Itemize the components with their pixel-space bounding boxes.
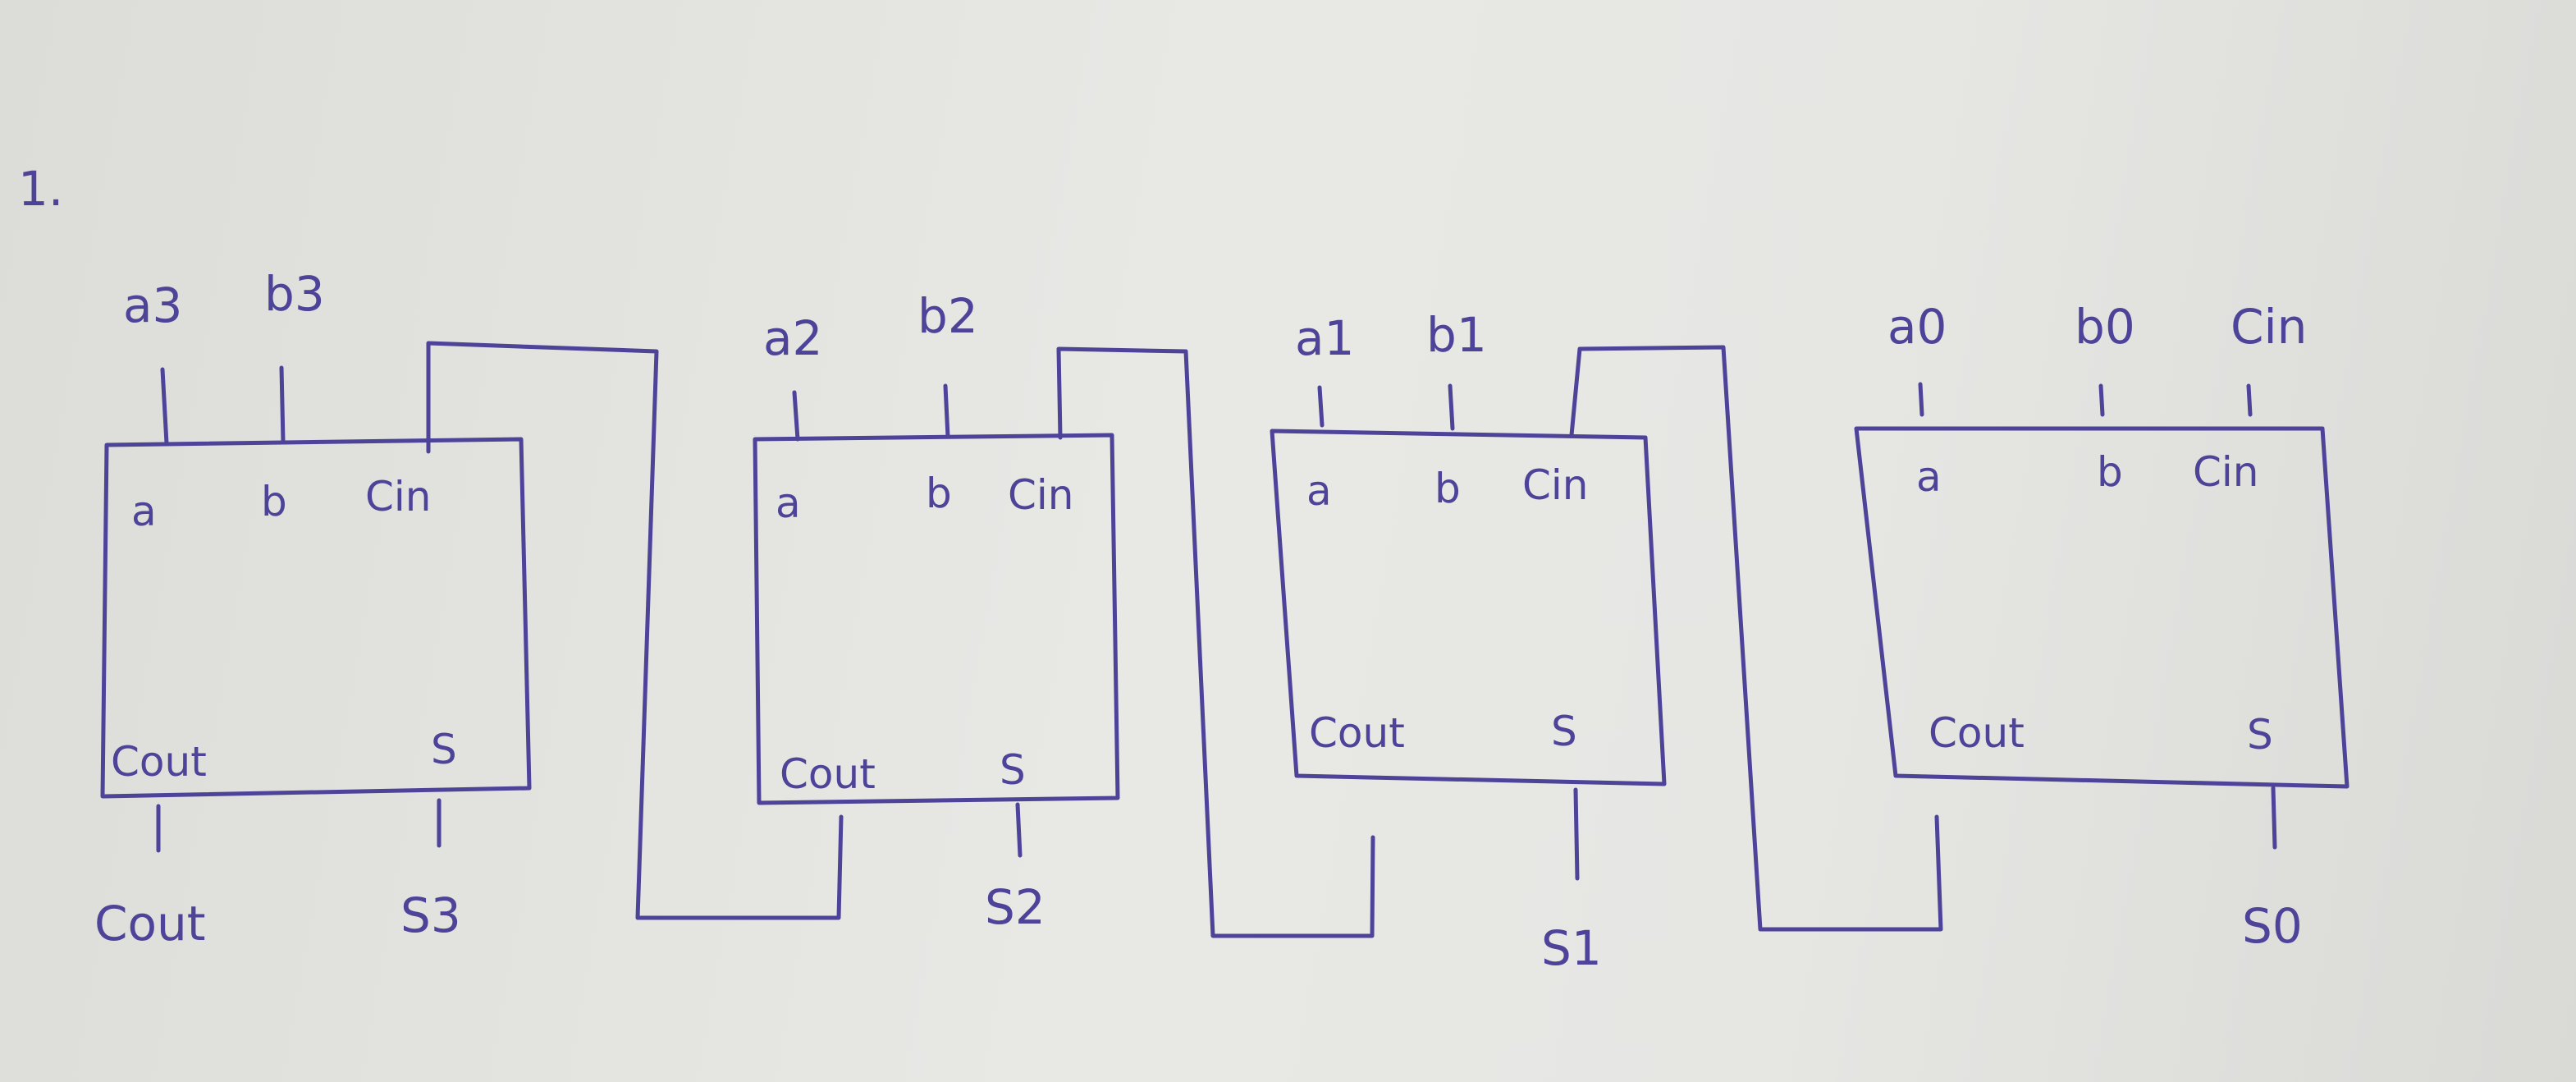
output-label-s: S2 [985,879,1045,935]
carry-wire-1-to-2 [1056,346,1375,938]
port-cin: Cin [2193,448,2259,496]
port-b: b [1434,465,1461,512]
output-wire-s [1573,787,1580,881]
port-cin: Cin [1008,471,1074,519]
port-cout: Cout [1929,709,2025,757]
adder-box [100,437,532,799]
port-s: S [2247,711,2273,759]
output-label-s: S0 [2242,898,2303,954]
input-wire-b [2098,383,2105,417]
port-a: a [776,479,801,527]
input-wire-cin [2246,383,2253,417]
input-label-b: b3 [264,266,325,322]
input-wire-a [792,390,800,442]
adder-box [1854,426,2350,789]
input-label-cin: Cin [2231,299,2307,355]
port-a: a [1916,453,1942,501]
input-label-a: a2 [763,310,822,366]
port-s: S [431,726,457,773]
adder-box [1270,429,1667,786]
carry-wire-0-to-1 [1569,345,1943,932]
output-label-s: S1 [1541,920,1602,976]
problem-number: 1. [18,161,63,217]
port-a: a [131,488,157,535]
input-wire-b [943,383,950,439]
port-cin: Cin [1522,461,1589,509]
full-adder-3: a3 b3 a b Cin Cout S Cout S3 [94,266,532,951]
port-cout: Cout [111,738,207,786]
full-adder-2: a2 b2 a b Cin Cout S S2 [753,288,1120,935]
input-wire-b [1448,383,1455,431]
full-adder-0: a0 b0 Cin a b Cin Cout S S0 [1854,299,2350,954]
input-label-a: a1 [1295,310,1354,366]
port-cout: Cout [1309,709,1405,757]
input-label-a: a3 [123,277,182,333]
output-label-cout: Cout [94,896,205,951]
port-b: b [926,470,952,517]
port-cout: Cout [780,750,876,798]
input-label-b: b2 [917,288,978,344]
input-wire-a [1317,385,1325,428]
input-label-b: b1 [1426,307,1487,363]
port-a: a [1306,467,1332,515]
input-wire-b [279,365,286,444]
port-b: b [261,478,287,525]
input-label-a: a0 [1887,299,1947,355]
carry-wire-2-to-3 [426,341,844,920]
adder-box [753,433,1120,805]
output-label-s: S3 [400,887,461,943]
input-wire-a [160,367,169,446]
port-cin: Cin [365,473,432,520]
full-adder-1: a1 b1 a b Cin Cout S S1 [1270,307,1667,976]
port-s: S [1551,708,1577,755]
output-wire-s [1015,802,1023,858]
input-wire-a [1918,382,1924,417]
port-b: b [2097,448,2123,496]
input-label-b: b0 [2075,299,2135,355]
output-wire-s [2271,786,2277,850]
port-s: S [1000,746,1026,794]
